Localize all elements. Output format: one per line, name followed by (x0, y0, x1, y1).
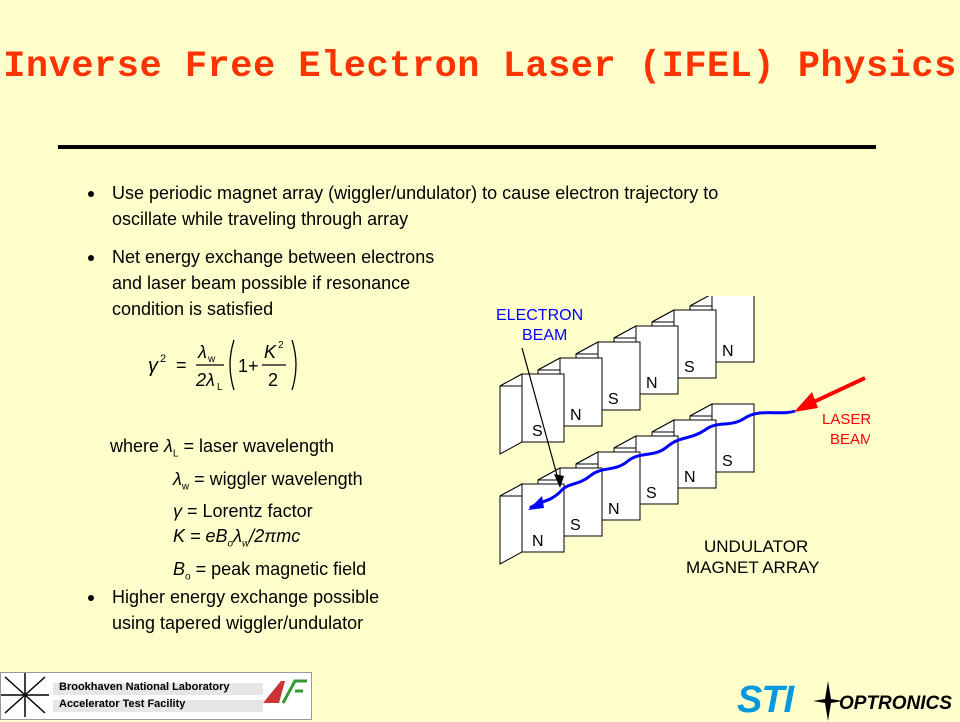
definition-gamma: γ = Lorentz factor (173, 501, 313, 522)
bullet-item: Net energy exchange between electrons an… (88, 244, 508, 324)
electron-beam-pointer (521, 347, 561, 487)
undulator-diagram: N S N S N S S N S N S N ELECTRON BEAM LASER BEAM U… (496, 296, 870, 577)
bnl-atf-logo: Brookhaven National Laboratory Accelerat… (0, 672, 312, 720)
definition-b: Bo = peak magnetic field (173, 558, 367, 583)
magnet-pole-label: N (646, 375, 658, 392)
svg-text:2λ: 2λ (195, 370, 215, 390)
company-logo-optronics: OPTRONICS (839, 693, 952, 714)
magnet-pole-label: N (684, 469, 696, 486)
electron-beam-label: ELECTRON (496, 307, 583, 324)
bullet-dot (88, 255, 94, 261)
starburst-icon (1, 673, 307, 717)
svg-text:1+: 1+ (238, 356, 259, 376)
bullet-line: Higher energy exchange possible (112, 587, 380, 607)
laser-beam-label: BEAM (830, 431, 870, 448)
top-magnet-row: N S N S N S (499, 296, 755, 455)
electron-trajectory (529, 409, 796, 510)
electron-arrowhead (528, 496, 544, 510)
bullet-line: using tapered wiggler/undulator (112, 613, 364, 633)
svg-text:2: 2 (160, 353, 166, 365)
magnet-pole-label: S (722, 453, 733, 470)
facility-name: Accelerator Test Facility (59, 698, 186, 710)
magnet-pole-label: S (608, 391, 619, 408)
resonance-equation: γ 2 = λ w 2λ L 1+ K 2 2 (148, 339, 297, 393)
sti-optronics-logo: STI OPTRONICS (735, 679, 960, 721)
company-logo-sti: STI (737, 679, 794, 721)
svg-text:=: = (176, 355, 187, 375)
bullet-dot (88, 595, 94, 601)
bullet-item: Higher energy exchange possible using ta… (88, 584, 508, 640)
bullet-item: Use periodic magnet array (wiggler/undul… (88, 180, 888, 236)
bullet-dot (88, 191, 94, 197)
svg-text:λ: λ (197, 342, 207, 362)
undulator-label: UNDULATOR (704, 537, 808, 556)
definition-lambda-l: where λL = laser wavelength (110, 436, 335, 460)
magnet-pole-label: N (608, 501, 620, 518)
title-divider (58, 145, 876, 149)
bottom-magnet-row: S N S N S N (499, 403, 755, 565)
svg-text:2: 2 (268, 370, 278, 390)
magnet-pole-label: S (646, 485, 657, 502)
electron-beam-label: BEAM (522, 327, 567, 344)
laser-arrowhead (794, 392, 818, 412)
bullet-line: condition is satisfied (112, 299, 274, 319)
magnet-pole-label: S (684, 359, 695, 376)
magnet-pole-label: S (532, 423, 543, 440)
svg-text:K: K (264, 342, 277, 362)
bullet-line: Use periodic magnet array (wiggler/undul… (112, 183, 719, 203)
sparkle-icon (813, 681, 843, 721)
undulator-label: MAGNET ARRAY (686, 558, 820, 577)
magnet-pole-label: N (722, 343, 734, 360)
variable-definitions: where λL = laser wavelength λw = wiggler… (110, 434, 366, 589)
bullet-line: and laser beam possible if resonance (112, 273, 411, 293)
slide-title: Inverse Free Electron Laser (IFEL) Physi… (3, 46, 957, 88)
svg-text:γ: γ (148, 355, 159, 377)
svg-text:L: L (217, 382, 223, 393)
lab-name: Brookhaven National Laboratory (59, 681, 230, 693)
svg-text:2: 2 (278, 340, 284, 351)
magnet-pole-label: N (532, 533, 544, 550)
laser-beam-label: LASER (822, 411, 870, 428)
definition-lambda-w: λw = wiggler wavelength (173, 468, 363, 493)
magnet-pole-label: S (570, 517, 581, 534)
svg-text:w: w (207, 354, 216, 365)
magnet-pole-label: N (570, 407, 582, 424)
bullet-line: oscillate while traveling through array (112, 209, 409, 229)
bullet-line: Net energy exchange between electrons (112, 247, 435, 267)
definition-k: K = eBoλw/2πmc (173, 526, 301, 550)
